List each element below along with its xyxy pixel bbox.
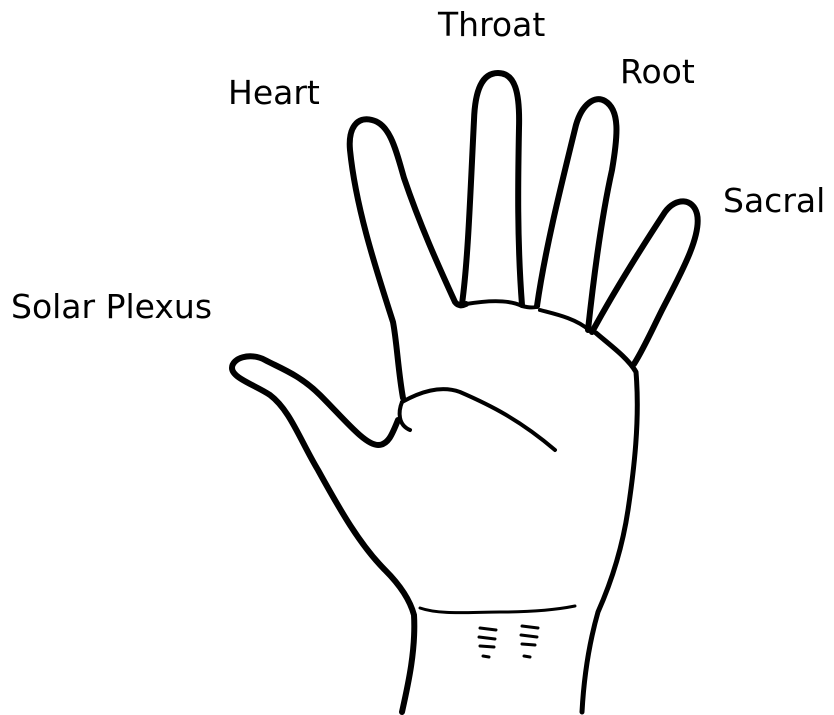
thumb-base-line <box>400 402 410 430</box>
middle-finger-outline <box>462 73 522 305</box>
index-finger-outline <box>350 119 466 398</box>
solar-plexus-label: Solar Plexus <box>11 290 212 323</box>
wrist-marks-left <box>479 628 496 657</box>
palm-top-crease <box>466 301 589 330</box>
thumb-crease <box>402 389 555 450</box>
wrist-crease <box>420 606 575 613</box>
pinky-finger-outline <box>592 201 698 364</box>
sacral-label: Sacral <box>723 184 825 217</box>
throat-label: Throat <box>438 8 545 41</box>
heart-label: Heart <box>228 76 320 109</box>
thumb-outline <box>232 356 414 712</box>
wrist-marks-right <box>521 626 538 657</box>
root-label: Root <box>620 55 695 88</box>
ring-finger-outline <box>537 99 616 330</box>
palm-right-edge <box>582 333 637 712</box>
